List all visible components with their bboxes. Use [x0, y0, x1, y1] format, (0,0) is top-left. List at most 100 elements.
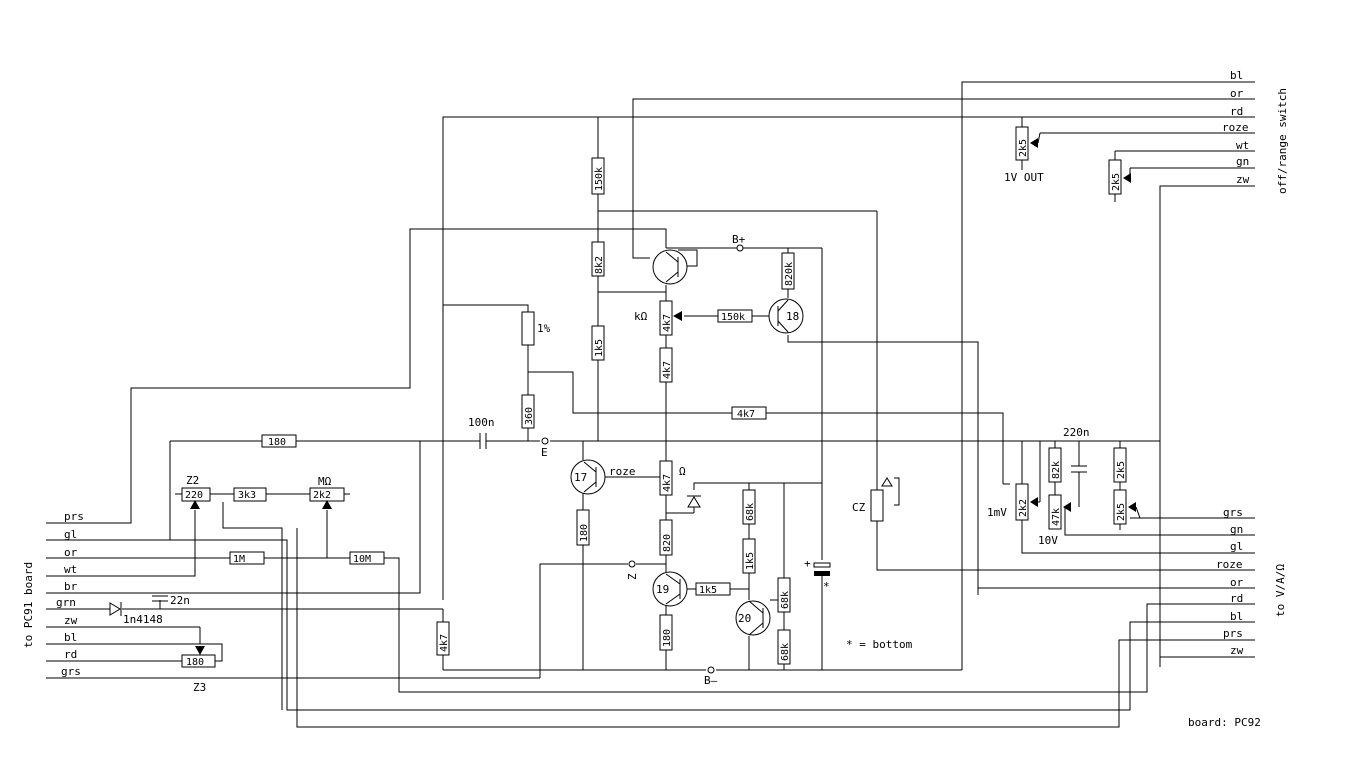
capacitor-22n — [152, 595, 168, 602]
svg-text:220n: 220n — [1063, 426, 1090, 439]
top-right-pin-labels: bl or rd roze wt gn zw off/range switch — [1222, 69, 1289, 194]
resistor-82k: 82k — [1048, 447, 1062, 483]
svg-text:18: 18 — [786, 310, 799, 323]
svg-text:prs: prs — [64, 510, 84, 523]
capacitors — [152, 433, 1087, 602]
svg-text:wt: wt — [64, 563, 77, 576]
svg-text:2k5: 2k5 — [1116, 503, 1127, 521]
resistor-1m: 1M — [229, 551, 265, 565]
svg-text:360: 360 — [524, 407, 535, 425]
svg-text:or: or — [1230, 576, 1244, 589]
diode-1n4148 — [109, 602, 122, 616]
svg-text:1mV: 1mV — [987, 506, 1007, 519]
svg-text:1k5: 1k5 — [745, 552, 756, 570]
svg-text:100n: 100n — [468, 416, 495, 429]
svg-text:kΩ: kΩ — [634, 310, 648, 323]
svg-text:19: 19 — [656, 583, 669, 596]
transistors: 18 17 19 20 — [570, 249, 804, 636]
svg-text:*: * — [823, 580, 830, 593]
svg-text:17: 17 — [574, 471, 587, 484]
svg-text:180: 180 — [186, 657, 204, 668]
resistor-8k2: 8k2 — [591, 241, 605, 277]
svg-text:or: or — [1230, 87, 1244, 100]
svg-text:4k7: 4k7 — [662, 361, 673, 379]
resistor-1k5-c: 1k5 — [695, 582, 731, 596]
svg-text:br: br — [64, 580, 78, 593]
resistor-1pct: 1% — [521, 311, 551, 346]
svg-text:roze: roze — [1222, 121, 1249, 134]
svg-text:1M: 1M — [233, 554, 245, 565]
svg-text:820k: 820k — [784, 262, 795, 286]
resistor-150k-top: 150k — [591, 157, 605, 195]
diode-zener — [687, 495, 701, 508]
svg-text:1k5: 1k5 — [699, 585, 717, 596]
resistor-68k-b: 68k — [777, 577, 791, 613]
svg-text:Z3: Z3 — [193, 681, 206, 694]
svg-text:4k7: 4k7 — [662, 474, 673, 492]
svg-text:1V OUT: 1V OUT — [1004, 171, 1044, 184]
svg-text:4k7: 4k7 — [737, 409, 755, 420]
svg-text:1n4148: 1n4148 — [123, 613, 163, 626]
resistor-2k5-d: 2k5 — [1113, 489, 1127, 525]
svg-text:bl: bl — [1230, 69, 1243, 82]
resistor-1k5-b: 1k5 — [742, 538, 756, 574]
svg-text:gl: gl — [1230, 540, 1243, 553]
svg-text:4k7: 4k7 — [662, 314, 673, 332]
svg-text:Z: Z — [626, 573, 639, 580]
svg-text:B+: B+ — [732, 233, 746, 246]
resistor-10m: 10M — [349, 551, 385, 565]
right-pin-labels: grs gn gl roze or rd bl prs zw to V/A/Ω — [1216, 506, 1287, 657]
svg-text:68k: 68k — [745, 503, 756, 521]
svg-text:22n: 22n — [170, 594, 190, 607]
svg-text:10M: 10M — [353, 554, 371, 565]
svg-text:180: 180 — [579, 524, 590, 542]
svg-text:2k2: 2k2 — [1018, 499, 1029, 517]
resistor-68k-a: 68k — [742, 489, 756, 525]
resistor-2k2-m: 2k2 — [309, 487, 345, 502]
svg-text:8k2: 8k2 — [594, 256, 605, 274]
resistor-180-c: 180 — [659, 614, 673, 651]
svg-text:rd: rd — [64, 648, 77, 661]
wipers — [190, 132, 1255, 655]
diodes — [109, 495, 701, 616]
svg-text:bl: bl — [64, 631, 77, 644]
resistor-4k7-c: 4k7 — [731, 406, 767, 420]
resistor-360: 360 — [521, 394, 535, 429]
resistors: 150k 8k2 1k5 1% 360 820k 4k7 4k7 4k7 820… — [181, 126, 1127, 668]
svg-text:20: 20 — [738, 612, 751, 625]
transistor-18: 18 — [768, 298, 804, 334]
resistor-4k7-e: 4k7 — [436, 621, 450, 656]
svg-text:+: + — [804, 557, 811, 570]
svg-text:rd: rd — [1230, 105, 1243, 118]
terminals — [541, 244, 744, 674]
svg-text:820: 820 — [662, 534, 673, 552]
resistor-820k: 820k — [781, 252, 795, 290]
svg-text:E: E — [541, 446, 548, 459]
svg-text:wt: wt — [1236, 139, 1249, 152]
resistor-68k-c: 68k — [777, 629, 791, 665]
svg-text:rd: rd — [1230, 592, 1243, 605]
resistor-180-z3: 180 — [181, 654, 216, 668]
svg-text:Z2: Z2 — [186, 474, 199, 487]
capacitor-electrolytic — [813, 562, 831, 576]
resistor-150k-b: 150k — [717, 309, 753, 323]
svg-text:4k7: 4k7 — [439, 634, 450, 652]
transistor-17: 17 — [570, 459, 606, 495]
resistor-2k5-out: 2k5 — [1015, 126, 1029, 161]
capacitor-100n — [479, 433, 487, 449]
svg-text:68k: 68k — [780, 643, 791, 661]
svg-text:or: or — [64, 546, 78, 559]
resistor-180-top: 180 — [261, 434, 297, 448]
svg-text:1k5: 1k5 — [594, 339, 605, 357]
trimmer-cz — [870, 489, 884, 522]
svg-text:150k: 150k — [594, 167, 605, 191]
svg-text:to V/A/Ω: to V/A/Ω — [1274, 564, 1287, 617]
svg-text:47k: 47k — [1051, 508, 1062, 526]
resistor-4k7-pot: 4k7 — [659, 300, 673, 336]
svg-text:Ω: Ω — [679, 465, 686, 478]
svg-text:grn: grn — [56, 596, 76, 609]
capacitor-220n — [1071, 465, 1087, 473]
svg-text:180: 180 — [662, 629, 673, 647]
svg-text:zw: zw — [1230, 644, 1244, 657]
resistor-47k: 47k — [1048, 494, 1062, 530]
